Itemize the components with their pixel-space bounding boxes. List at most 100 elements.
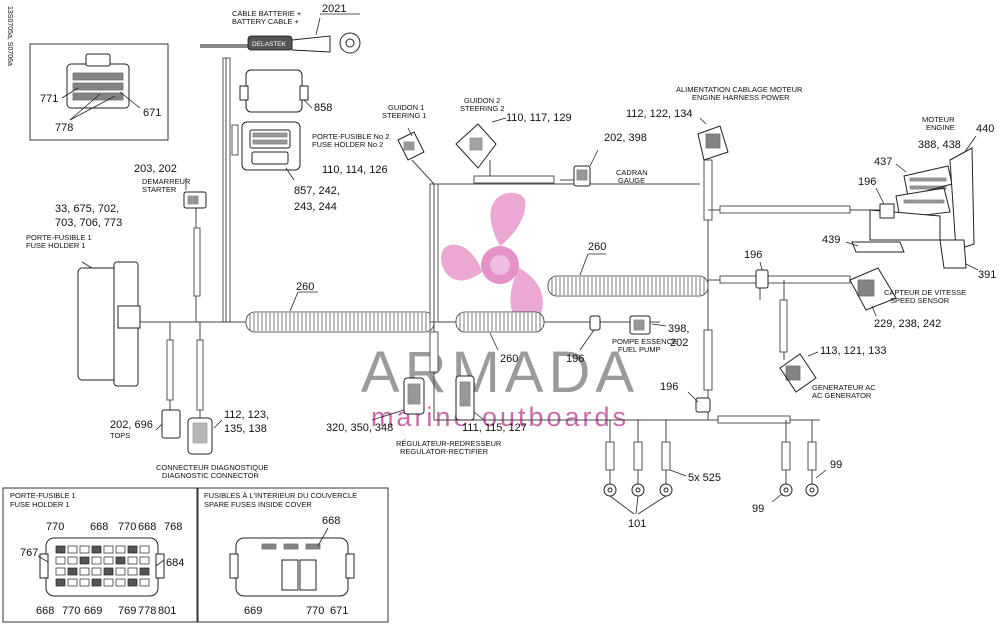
starter-label-en: STARTER bbox=[142, 185, 177, 194]
tops-label: TOPS bbox=[110, 431, 130, 440]
starter-connector: 203, 202 DEMARREUR STARTER bbox=[134, 163, 207, 209]
inset-1-part-669: 669 bbox=[84, 605, 102, 617]
cable-clamp-196-upper: 196 bbox=[744, 249, 769, 289]
gauge-connector: 202, 398 CADRAN GAUGE bbox=[573, 132, 648, 187]
part-number-202-696: 202, 696 bbox=[110, 419, 153, 431]
fuse-slot bbox=[79, 545, 90, 554]
part-number-858: 858 bbox=[314, 102, 332, 114]
ring-terminal bbox=[805, 483, 819, 497]
fuse-slot bbox=[67, 556, 78, 565]
inset-2-part-669: 669 bbox=[244, 605, 262, 617]
fuse-holder-1-label-en: FUSE HOLDER 1 bbox=[26, 241, 86, 250]
inset-2-part-668: 668 bbox=[322, 515, 340, 527]
regulator-label-fr: RÉGULATEUR-REDRESSEUR bbox=[396, 439, 502, 448]
fuse-grid bbox=[55, 545, 150, 587]
spare-fuse-slots bbox=[261, 543, 321, 591]
part-number-202-pump: 202 bbox=[670, 337, 688, 349]
fuse-slot bbox=[67, 567, 78, 576]
fuse-slot bbox=[91, 545, 102, 554]
engine-harness-power-connector: ALIMENTATION CABLAGE MOTEUR ENGINE HARNE… bbox=[626, 85, 803, 161]
fuse-slot bbox=[103, 545, 114, 554]
fuse-slot bbox=[91, 556, 102, 565]
diagnostic-label-fr: CONNECTEUR DIAGNOSTIQUE bbox=[156, 463, 269, 472]
steering-2-label-fr: GUIDON 2 bbox=[464, 96, 500, 105]
fuse-holder-1-label-fr: PORTE-FUSIBLE 1 bbox=[26, 233, 92, 242]
fuse-slot bbox=[55, 545, 66, 554]
fuse-slot bbox=[115, 556, 126, 565]
part-number-196-clamp-lower: 196 bbox=[660, 381, 678, 393]
inset-1-part-769: 769 bbox=[118, 605, 136, 617]
fuse-slot bbox=[79, 556, 90, 565]
fuse-slot bbox=[127, 567, 138, 576]
part-number-101: 101 bbox=[628, 518, 646, 530]
ring-terminal bbox=[779, 483, 793, 497]
fuse-slot bbox=[55, 556, 66, 565]
part-number-260-right: 260 bbox=[588, 241, 606, 253]
inset-1-part-770-bottom: 770 bbox=[62, 605, 80, 617]
reference-code: 13S0705a, S0706a bbox=[6, 6, 13, 66]
ring-terminal bbox=[603, 483, 617, 497]
part-number-33: 33, 675, 702, bbox=[55, 203, 119, 215]
part-number-391: 391 bbox=[978, 269, 996, 281]
part-number-202-398-gauge: 202, 398 bbox=[604, 132, 647, 144]
diagnostic-label-en: DIAGNOSTIC CONNECTOR bbox=[162, 471, 260, 480]
fuse-holder-1-inset: PORTE-FUSIBLE 1 FUSE HOLDER 1 770 668 77… bbox=[2, 487, 198, 623]
conduit-left: 260 bbox=[245, 281, 435, 333]
ac-generator-label-fr: GENERATEUR AC bbox=[812, 383, 876, 392]
part-number-260-left: 260 bbox=[296, 281, 314, 293]
inset-1-part-668-top-right: 668 bbox=[138, 521, 156, 533]
fuse-slot bbox=[79, 567, 90, 576]
fuel-pump-label-en: FUEL PUMP bbox=[618, 345, 661, 354]
part-number-203: 203, 202 bbox=[134, 163, 177, 175]
relay-858: 858 bbox=[239, 69, 332, 114]
part-number-2021: 2021 bbox=[322, 3, 346, 15]
part-number-99-left: 99 bbox=[752, 503, 764, 515]
propeller-logo bbox=[441, 192, 543, 325]
part-number-110-117-129: 110, 117, 129 bbox=[506, 112, 572, 124]
speed-sensor-label-en: SPEED SENSOR bbox=[890, 296, 950, 305]
connector-pins bbox=[72, 72, 124, 101]
fuse-slot bbox=[103, 567, 114, 576]
part-number-135-138: 135, 138 bbox=[224, 423, 267, 435]
speed-sensor-connector: CAPTEUR DE VITESSE SPEED SENSOR 229, 238… bbox=[849, 267, 966, 330]
battery-cable-label-fr: CABLE BATTERIE + bbox=[232, 9, 302, 18]
part-number-439: 439 bbox=[822, 234, 840, 246]
engine-harness-power-label-en: ENGINE HARNESS POWER bbox=[692, 93, 790, 102]
inset-1-title-en: FUSE HOLDER 1 bbox=[10, 500, 70, 509]
fuse-slot bbox=[103, 578, 114, 587]
part-number-229-238-242: 229, 238, 242 bbox=[874, 318, 941, 330]
cable-clamp-196-lower: 196 bbox=[660, 381, 711, 413]
part-number-703: 703, 706, 773 bbox=[55, 217, 122, 229]
steering-2-label-en: STEERING 2 bbox=[460, 104, 505, 113]
part-number-398: 398, bbox=[668, 323, 689, 335]
engine-label-fr: MOTEUR bbox=[922, 115, 955, 124]
tops-connector: 202, 696 TOPS bbox=[110, 409, 181, 440]
cable-clamp-196-middle: 196 bbox=[566, 315, 601, 365]
part-number-5x525: 5x 525 bbox=[688, 472, 721, 484]
inset-2-title-fr: FUSIBLES À L'INTERIEUR DU COUVERCLE bbox=[204, 491, 357, 500]
spare-fuses-inset: FUSIBLES À L'INTERIEUR DU COUVERCLE SPAR… bbox=[197, 487, 389, 623]
ac-generator-label-en: AC GENERATOR bbox=[812, 391, 872, 400]
ac-generator-connector: 113, 121, 133 GENERATEUR AC AC GENERATOR bbox=[779, 345, 886, 400]
fuse-holder-2: PORTE-FUSIBLE No 2 FUSE HOLDER No 2 857,… bbox=[241, 121, 389, 213]
fuse-holder-2-label-fr: PORTE-FUSIBLE No 2 bbox=[312, 132, 389, 141]
inset-1-part-801: 801 bbox=[158, 605, 176, 617]
inset-1-part-767: 767 bbox=[20, 547, 38, 559]
part-number-857: 857, 242, bbox=[294, 185, 340, 197]
part-number-111-115-127: 111, 115, 127 bbox=[462, 422, 527, 434]
inset-2-part-770: 770 bbox=[306, 605, 324, 617]
engine-harness-power-label-fr: ALIMENTATION CABLAGE MOTEUR bbox=[676, 85, 803, 94]
watermark-brand: ARMADA bbox=[361, 340, 639, 405]
fuse-slot bbox=[139, 556, 150, 565]
fuse-slot bbox=[91, 578, 102, 587]
delastek-brand-label: DELASTEK bbox=[252, 41, 287, 48]
inset-1-part-668-bottom: 668 bbox=[36, 605, 54, 617]
part-number-112-122-134: 112, 122, 134 bbox=[626, 108, 692, 120]
part-number-110-114-126: 110, 114, 126 bbox=[322, 164, 388, 176]
conduit-middle: 260 bbox=[455, 311, 545, 365]
diagnostic-connector: 112, 123, 135, 138 CONNECTEUR DIAGNOSTIQ… bbox=[156, 409, 269, 480]
part-number-243: 243, 244 bbox=[294, 201, 337, 213]
part-number-320-350-348: 320, 350, 348 bbox=[326, 422, 393, 434]
fuel-pump-connector: 398, 202 POMPE ESSENCE FUEL PUMP bbox=[612, 315, 689, 354]
